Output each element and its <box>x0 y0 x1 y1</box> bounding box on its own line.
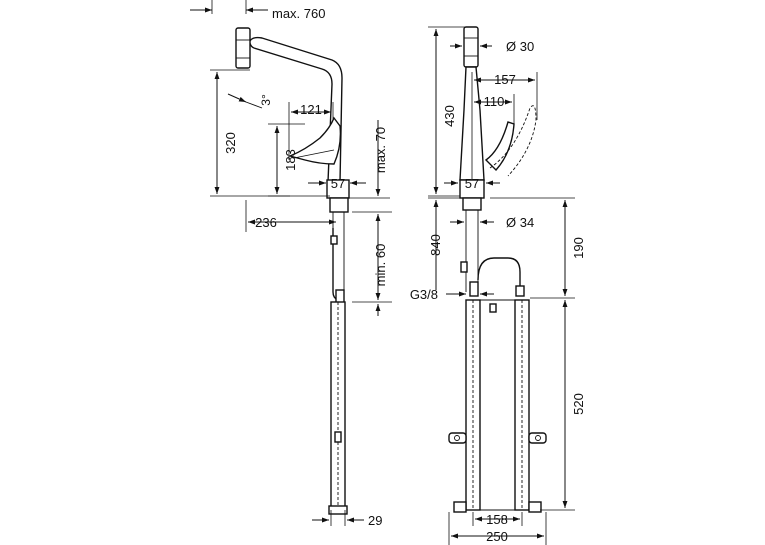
dim-base-diameter-side: 57 <box>331 176 345 191</box>
mounting-box <box>448 299 547 513</box>
dim-base-diameter-front: 57 <box>465 176 479 191</box>
dim-rail-width: 29 <box>368 513 382 528</box>
dim-shank-diameter: Ø 34 <box>506 215 534 230</box>
dim-hose-length: 840 <box>428 234 443 256</box>
dim-box-inner-width: 158 <box>486 512 508 527</box>
dim-hose-drop: 190 <box>571 237 586 259</box>
dim-spout-height: 320 <box>223 132 238 154</box>
dim-lever-swing-outer: 157 <box>494 72 516 87</box>
dim-total-height: 430 <box>442 105 457 127</box>
dim-lever-length: 121 <box>300 102 322 117</box>
faucet-front-body <box>459 26 537 297</box>
dim-min-hose: min. 60 <box>373 244 388 287</box>
faucet-side-body <box>235 27 350 312</box>
dim-spout-projection: 236 <box>255 215 277 230</box>
side-mounting-rail <box>328 301 348 515</box>
dim-top-diameter: Ø 30 <box>506 39 534 54</box>
dim-max-clearance: max. 70 <box>373 127 388 173</box>
dim-box-outer-width: 250 <box>486 529 508 544</box>
dim-thread-size: G3/8 <box>410 287 438 302</box>
dim-box-height: 520 <box>571 393 586 415</box>
dim-lever-swing-inner: 110 <box>484 94 505 109</box>
side-view: max. 760 320 3° 121 183 57 max. 70 236 <box>190 0 392 528</box>
front-view: Ø 30 430 157 110 57 Ø 34 840 G3/8 <box>410 26 586 545</box>
dim-max-reach: max. 760 <box>272 6 325 21</box>
dim-lever-height: 183 <box>283 149 298 171</box>
dim-pullout-angle: 3° <box>259 94 273 106</box>
